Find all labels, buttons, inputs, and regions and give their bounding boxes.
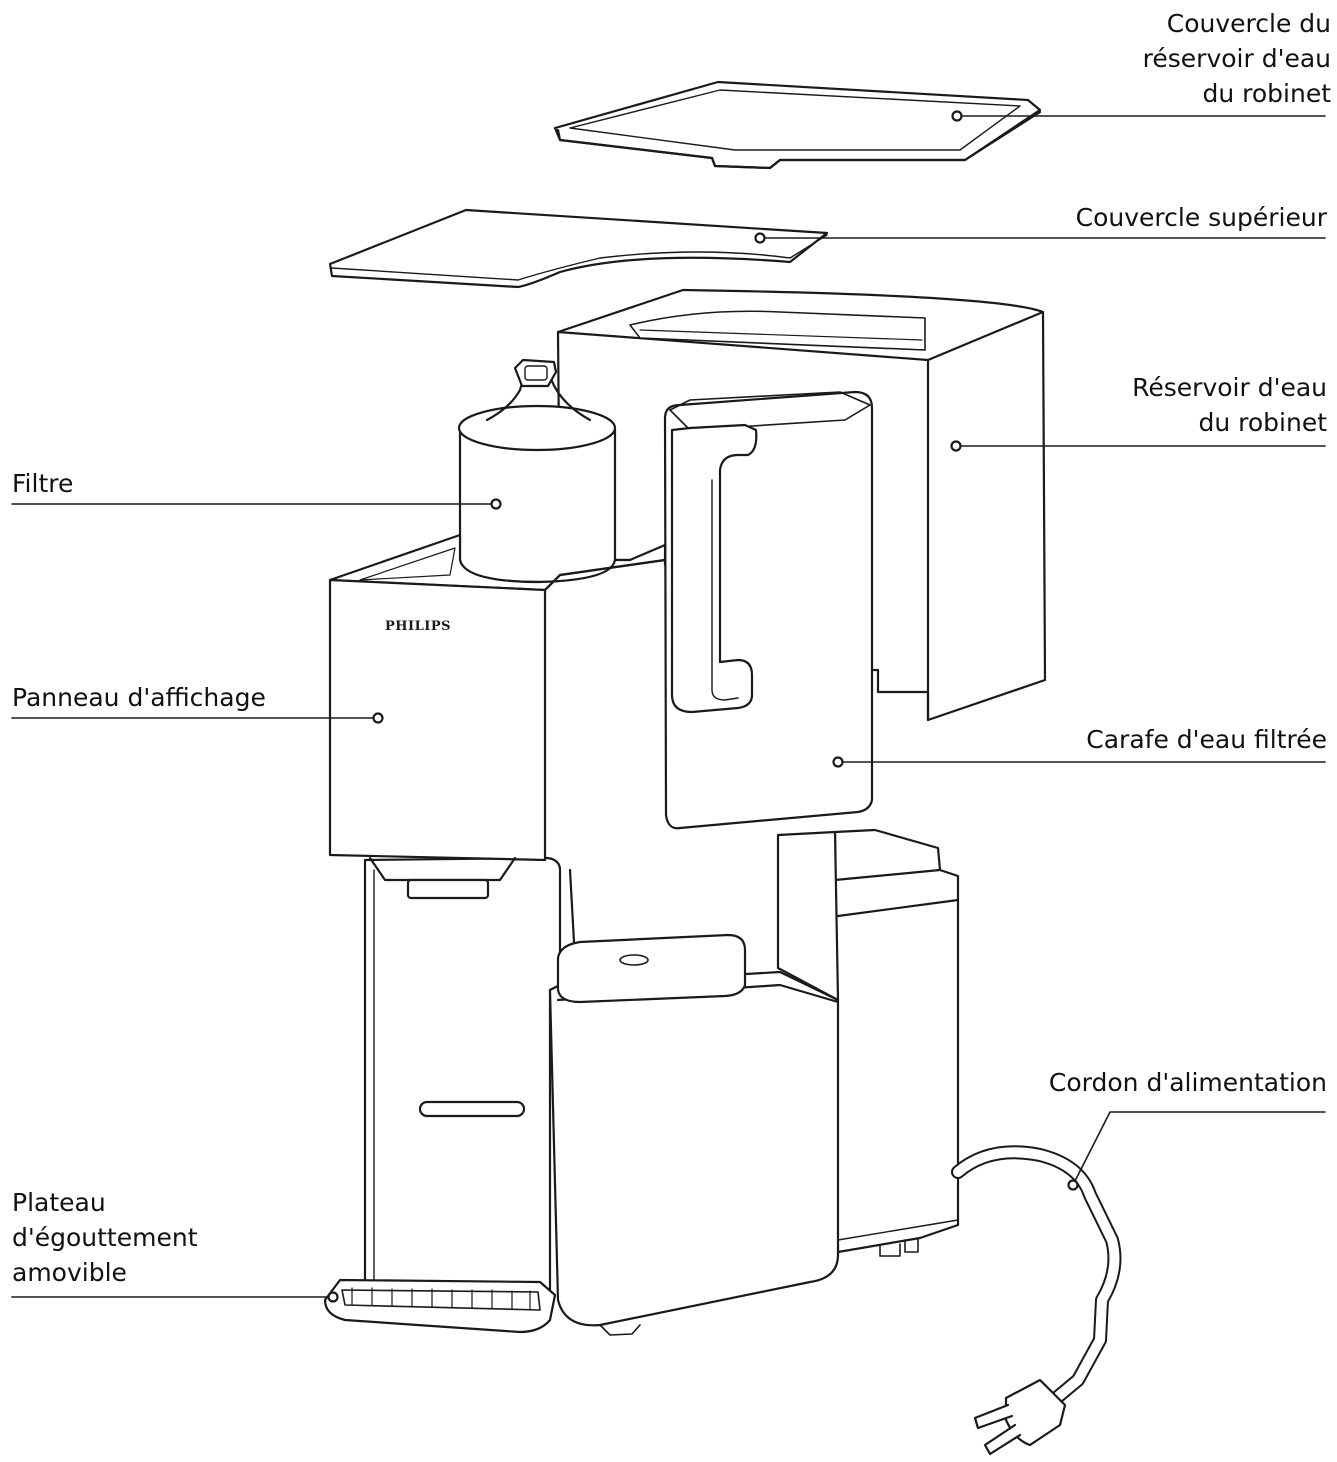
leader-lines <box>11 115 1326 1298</box>
label-top-cover: Couvercle supérieur <box>1075 203 1327 232</box>
leader-dots <box>327 110 1079 1303</box>
pedestal <box>833 828 960 1257</box>
carafe <box>663 390 874 830</box>
filter-cartridge <box>457 358 617 584</box>
front-reservoir <box>548 933 840 1336</box>
label-water-tank: Réservoir d'eau du robinet <box>1132 373 1327 437</box>
top-cover <box>328 208 829 289</box>
label-tank-lid: Couvercle du réservoir d'eau du robinet <box>1142 9 1331 108</box>
display-panel <box>328 558 667 900</box>
label-filter: Filtre <box>12 469 74 498</box>
power-cord <box>951 1145 1122 1456</box>
label-carafe: Carafe d'eau filtrée <box>1086 725 1327 754</box>
label-drip-tray: Plateau d'égouttement amovible <box>12 1188 198 1287</box>
drip-tray-shape <box>323 1278 557 1334</box>
label-power-cord: Cordon d'alimentation <box>1048 1068 1327 1097</box>
brand-logo: PHILIPS <box>385 619 451 634</box>
tank-lid <box>553 80 1042 170</box>
main-body <box>363 856 577 1294</box>
label-display-panel: Panneau d'affichage <box>12 683 266 712</box>
